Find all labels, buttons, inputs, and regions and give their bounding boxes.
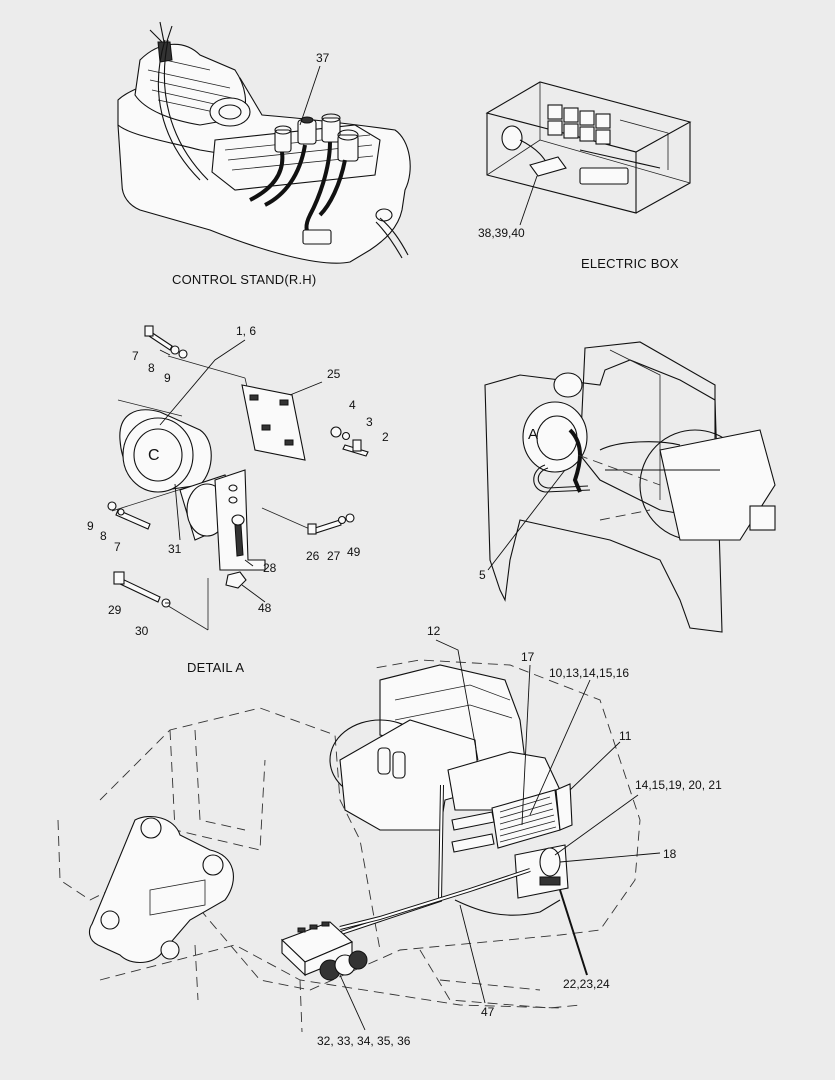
detail-a-drawing: C (107, 325, 369, 631)
part-label-7a: 7 (132, 349, 139, 363)
electric-box-drawing (485, 81, 692, 226)
part-label-11: 11 (619, 729, 632, 743)
part-label-48: 48 (258, 601, 272, 615)
part-label-3: 3 (366, 415, 373, 429)
part-label-28: 28 (263, 561, 277, 575)
machine-drawing (57, 659, 641, 1033)
part-label-38-40: 38,39,40 (478, 226, 525, 240)
detail-a-caption: DETAIL A (187, 660, 245, 675)
part-label-17: 17 (521, 650, 535, 664)
control-switches (274, 113, 359, 162)
control-stand-caption: CONTROL STAND(R.H) (172, 272, 317, 287)
part-label-49: 49 (347, 545, 361, 559)
part-label-26: 26 (306, 549, 320, 563)
part-label-22-24: 22,23,24 (563, 977, 610, 991)
part-label-32-36: 32, 33, 34, 35, 36 (317, 1034, 411, 1048)
part-label-27: 27 (327, 549, 341, 563)
part-label-8b: 8 (100, 529, 107, 543)
part-label-29: 29 (108, 603, 122, 617)
electric-box-caption: ELECTRIC BOX (581, 256, 679, 271)
part-label-8a: 8 (148, 361, 155, 375)
part-label-4: 4 (349, 398, 356, 412)
part-label-30: 30 (135, 624, 149, 638)
control-stand-drawing (117, 21, 411, 264)
detail-a-marker: A (528, 426, 539, 443)
part-label-5: 5 (479, 568, 486, 582)
part-label-9a: 9 (164, 371, 171, 385)
svg-text:C: C (148, 447, 160, 464)
part-label-37: 37 (316, 51, 330, 65)
part-label-47: 47 (481, 1005, 495, 1019)
part-label-2: 2 (382, 430, 389, 444)
part-label-7b: 7 (114, 540, 121, 554)
part-label-14-21: 14,15,19, 20, 21 (635, 778, 722, 792)
part-label-25: 25 (327, 367, 341, 381)
part-label-1-6: 1, 6 (236, 324, 257, 338)
part-label-12: 12 (427, 624, 441, 638)
leader-lines (159, 65, 661, 1031)
part-label-31: 31 (168, 542, 182, 556)
part-label-9b: 9 (87, 519, 94, 533)
relay-block (547, 104, 611, 145)
engine-detail-drawing (484, 341, 776, 633)
part-label-18: 18 (663, 847, 677, 861)
part-label-10-16: 10,13,14,15,16 (549, 666, 630, 680)
